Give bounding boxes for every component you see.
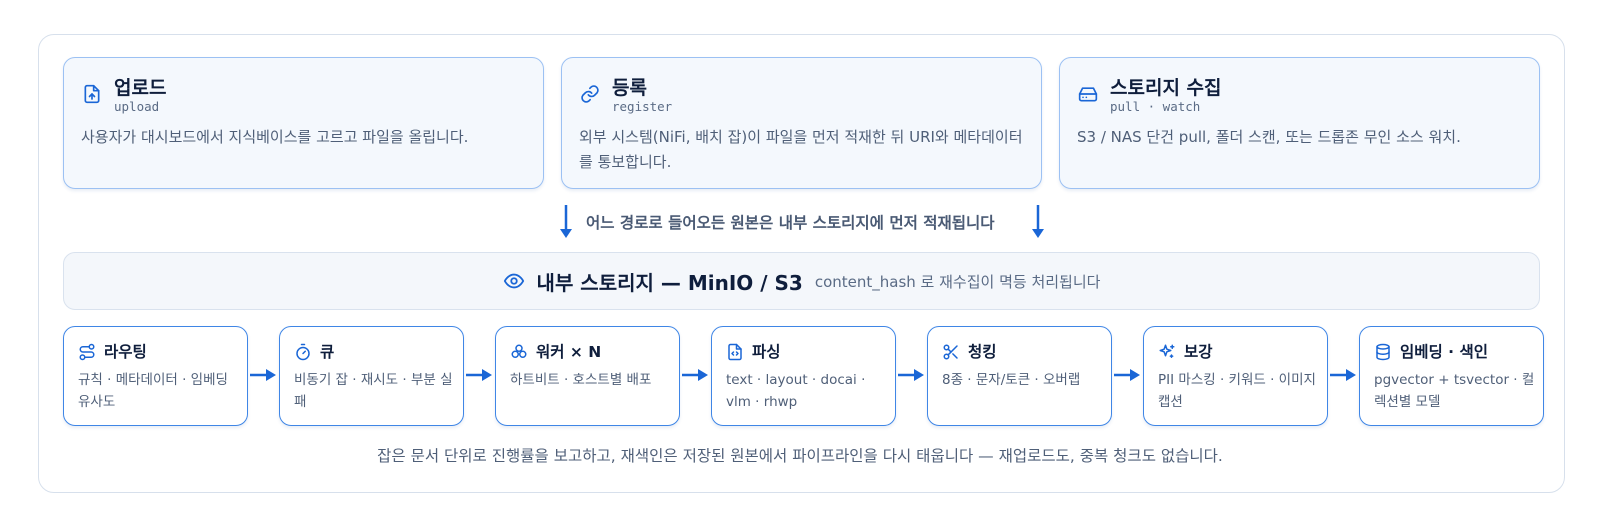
scissors-icon <box>942 343 960 361</box>
merge-note: 어느 경로로 들어오든 원본은 내부 스토리지에 먼저 적재됩니다 <box>586 214 995 232</box>
stage-title: 큐 <box>320 343 335 361</box>
source-description: 사용자가 대시보드에서 지식베이스를 고르고 파일을 올립니다. <box>81 128 469 146</box>
file-upload-icon <box>82 84 102 104</box>
stage-description: PII 마스킹 · 키워드 · 이미지 캡션 <box>1158 372 1316 410</box>
storage-title: 내부 스토리지 — MinIO / S3 <box>536 270 803 295</box>
stage-description: 비동기 잡 · 재시도 · 부분 실패 <box>294 372 453 410</box>
link-icon <box>580 84 600 104</box>
hard-drive-icon <box>1078 84 1098 104</box>
stage-chunking: 청킹 8종 · 문자/토큰 · 오버랩 <box>927 326 1112 426</box>
arrow-down-icon <box>559 205 573 239</box>
stage-description: 8종 · 문자/토큰 · 오버랩 <box>942 372 1081 388</box>
source-subtitle: upload <box>114 99 160 114</box>
arrow-right-icon <box>250 368 276 382</box>
stage-description: 하트비트 · 호스트별 배포 <box>510 372 652 388</box>
source-subtitle: register <box>612 99 673 114</box>
stage-queue: 큐 비동기 잡 · 재시도 · 부분 실패 <box>279 326 464 426</box>
source-title: 등록 <box>612 77 647 99</box>
stage-parsing: 파싱 text · layout · docai · vlm · rhwp <box>711 326 896 426</box>
file-code-icon <box>726 343 744 361</box>
footer-note: 잡은 문서 단위로 진행률을 보고하고, 재색인은 저장된 원본에서 파이프라인… <box>377 447 1223 465</box>
stage-description: 규칙 · 메타데이터 · 임베딩 유사도 <box>78 372 228 410</box>
source-title: 스토리지 수집 <box>1110 77 1222 99</box>
stage-routing: 라우팅 규칙 · 메타데이터 · 임베딩 유사도 <box>63 326 248 426</box>
source-card-register: 등록 register 외부 시스템(NiFi, 배치 잡)이 파일을 먼저 적… <box>561 57 1042 189</box>
storage-note: content_hash 로 재수집이 멱등 처리됩니다 <box>814 272 1101 291</box>
source-subtitle: pull · watch <box>1110 99 1201 114</box>
stage-description: pgvector + tsvector · 컬렉션별 모델 <box>1374 372 1535 410</box>
workers-icon <box>510 343 528 361</box>
internal-storage-panel: 내부 스토리지 — MinIO / S3 content_hash 로 재수집이… <box>63 252 1540 310</box>
source-title: 업로드 <box>114 77 167 99</box>
database-icon <box>1374 343 1392 361</box>
source-description: S3 / NAS 단건 pull, 폴더 스캔, 또는 드롭존 무인 소스 워치… <box>1077 128 1461 146</box>
eye-icon <box>503 270 525 292</box>
stage-description: text · layout · docai · vlm · rhwp <box>726 372 866 410</box>
arrow-right-icon <box>682 368 708 382</box>
stage-title: 워커 × N <box>536 343 602 361</box>
stage-title: 보강 <box>1184 343 1213 361</box>
arrow-down-icon <box>1031 205 1045 239</box>
arrow-right-icon <box>898 368 924 382</box>
stage-enrichment: 보강 PII 마스킹 · 키워드 · 이미지 캡션 <box>1143 326 1328 426</box>
timer-icon <box>294 343 312 361</box>
arrow-right-icon <box>1330 368 1356 382</box>
source-description: 외부 시스템(NiFi, 배치 잡)이 파일을 먼저 적재한 뒤 URI와 메타… <box>579 128 1023 171</box>
route-icon <box>78 343 96 361</box>
stage-title: 라우팅 <box>104 343 147 361</box>
stage-title: 청킹 <box>968 343 997 361</box>
arrow-right-icon <box>1114 368 1140 382</box>
source-card-storage-ingest: 스토리지 수집 pull · watch S3 / NAS 단건 pull, 폴… <box>1059 57 1540 189</box>
sparkles-icon <box>1158 343 1176 361</box>
stage-embedding-indexing: 임베딩 · 색인 pgvector + tsvector · 컬렉션별 모델 <box>1359 326 1544 426</box>
arrow-right-icon <box>466 368 492 382</box>
stage-workers: 워커 × N 하트비트 · 호스트별 배포 <box>495 326 680 426</box>
source-card-upload: 업로드 upload 사용자가 대시보드에서 지식베이스를 고르고 파일을 올립… <box>63 57 544 189</box>
stage-title: 파싱 <box>752 343 781 361</box>
stage-title: 임베딩 · 색인 <box>1400 343 1488 361</box>
